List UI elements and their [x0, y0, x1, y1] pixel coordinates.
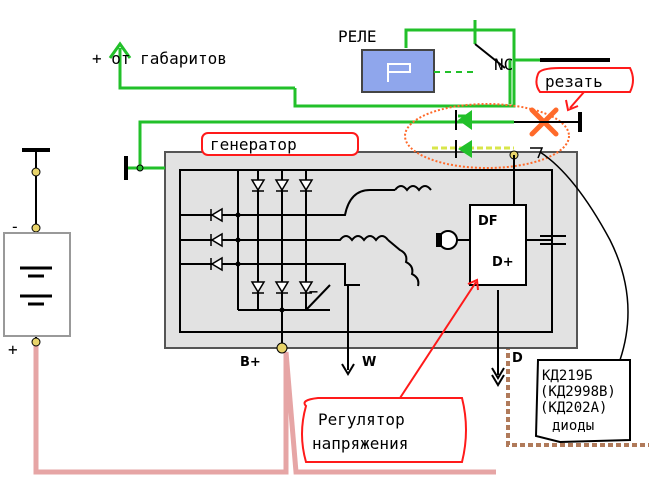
regulator-callout [301, 397, 467, 463]
d-terminal-label: D [512, 351, 523, 366]
stator-windings [305, 185, 432, 311]
df-label: DF [478, 214, 498, 229]
rectifier-diodes [210, 179, 314, 294]
regulator-label-line1: Регулятор [318, 410, 405, 429]
rezat-label: резать [545, 72, 603, 91]
regulator-label-line2: напряжения [312, 434, 408, 453]
w-label: W [362, 355, 376, 370]
diodes-callout [534, 359, 631, 444]
green-wires [118, 20, 516, 170]
minus-sign: − [308, 285, 319, 300]
gabarit-label: + от габаритов [92, 49, 227, 68]
generator-label: генератор [210, 135, 297, 154]
relay-label: РЕЛЕ [338, 27, 377, 46]
rotor [436, 230, 458, 250]
battery [3, 148, 71, 347]
diodes-line2: (КД2998В) [540, 384, 616, 400]
capacitor [526, 235, 566, 245]
generator-callout [201, 132, 359, 156]
battery-plus-label: + [8, 340, 18, 359]
output-leads [281, 285, 505, 387]
regulator-box [469, 204, 527, 286]
rezat-callout [535, 67, 634, 93]
added-diode-2 [432, 140, 514, 158]
battery-minus-label: - [10, 217, 20, 236]
dplus-label: D+ [492, 255, 514, 270]
d-wire [506, 345, 649, 447]
diodes-line1: КД219Б [542, 368, 593, 384]
bplus-label: B+ [240, 355, 261, 370]
pink-wires [33, 342, 496, 475]
diodes-line3: (КД202А) [540, 400, 607, 416]
added-diode-1 [455, 110, 472, 130]
added-diodes-highlight [404, 103, 570, 169]
diodes-line4: диоды [552, 418, 594, 434]
nc-label: NC [494, 55, 513, 74]
